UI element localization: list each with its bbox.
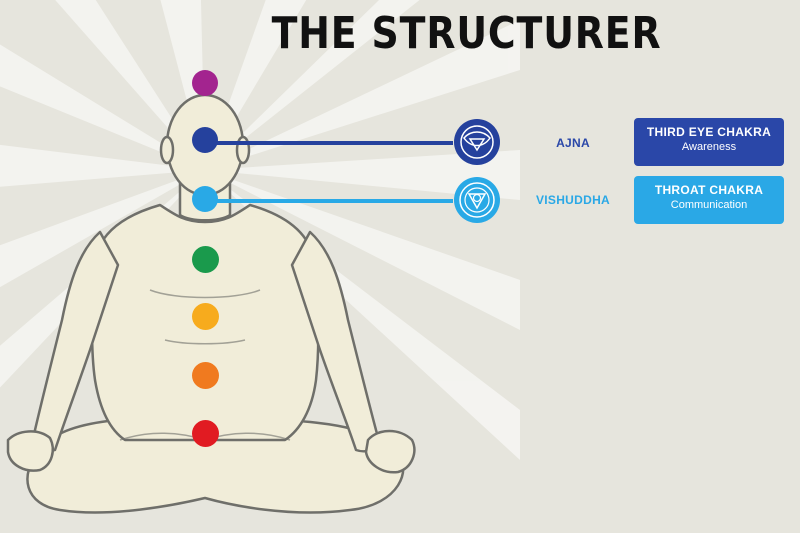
- solar-plexus-chakra-dot: [192, 303, 219, 330]
- third-eye-leader-line: [205, 141, 453, 145]
- third-eye-chakra-quality: Awareness: [681, 141, 737, 153]
- throat-chakra-name: THROAT CHAKRA: [654, 183, 764, 197]
- throat-chakra-symbol-icon: [454, 177, 500, 223]
- third-eye-chakra-name: THIRD EYE CHAKRA: [646, 125, 772, 139]
- root-chakra-dot: [192, 420, 219, 447]
- heart-chakra-dot: [192, 246, 219, 273]
- sacral-chakra-dot: [192, 362, 219, 389]
- throat-chakra-box: THROAT CHAKRA Communication: [634, 176, 784, 224]
- throat-leader-line: [205, 199, 453, 203]
- ajna-label: AJNA: [556, 136, 590, 150]
- third-eye-chakra-dot: [192, 127, 218, 153]
- crown-chakra-dot: [192, 70, 218, 96]
- page-title: THE STRUCTURER: [271, 8, 662, 59]
- vishuddha-label: VISHUDDHA: [535, 193, 611, 207]
- third-eye-chakra-box: THIRD EYE CHAKRA Awareness: [634, 118, 784, 166]
- third-eye-chakra-symbol-icon: [454, 119, 500, 165]
- throat-chakra-quality: Communication: [670, 199, 748, 211]
